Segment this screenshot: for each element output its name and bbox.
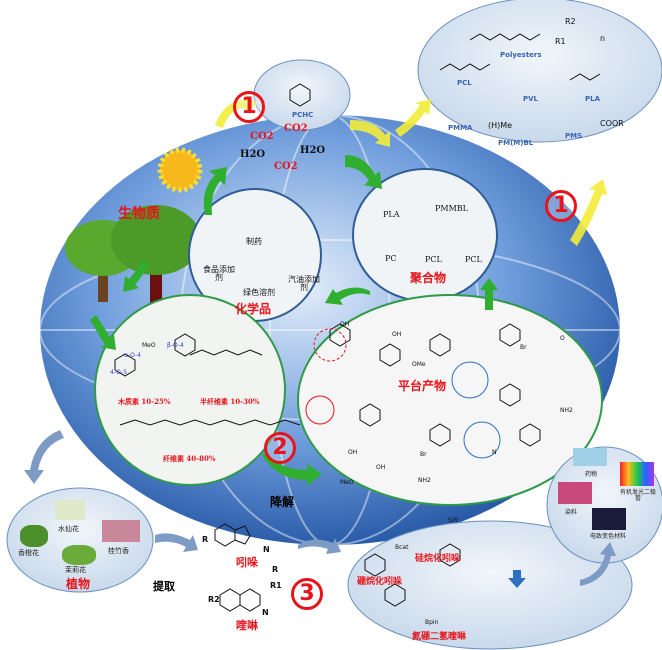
step-1-badge-right: 1	[545, 190, 577, 222]
orange-blossom-image	[20, 525, 48, 547]
lignin-label: 木质素 10-25%	[118, 397, 171, 406]
group-br: Br	[420, 451, 427, 458]
plants-title: 植物	[66, 577, 91, 591]
linkage-4-o-5: 4-O-5	[110, 369, 128, 376]
fragment-hme: (H)Me	[488, 121, 513, 130]
quinoline-r1: R1	[270, 581, 282, 590]
group-sir: SiR'	[448, 517, 460, 524]
plant-jasmine: 茉莉花	[65, 566, 86, 574]
biomass-title: 生物质	[118, 206, 160, 222]
label-pcl: PCL	[457, 79, 472, 87]
quinoline-n: N	[262, 608, 269, 617]
label-pms: PMS	[565, 132, 583, 140]
group-nh2: NH2	[560, 407, 573, 414]
n-boryl-dihydroquinoline-label: 氮硼二氢喹啉	[412, 632, 467, 642]
group-n: N	[492, 449, 497, 456]
green-arrows	[90, 155, 498, 486]
linkage-alpha-o-4: α-O-4	[124, 352, 141, 359]
oled-image	[620, 462, 654, 486]
group-ome: OMe	[412, 361, 426, 368]
step-1-badge: 1	[233, 91, 265, 123]
step-3-badge: 3	[291, 578, 323, 610]
app-oled: 有机发光二极管	[619, 489, 656, 502]
gray-arrows	[24, 430, 616, 586]
borylated-indole-label: 硼烷化吲哚	[357, 577, 403, 587]
polymer-products-title: 聚合物	[410, 271, 447, 285]
indole-r: R	[202, 535, 209, 544]
product-pcl-2: PCL	[465, 255, 482, 264]
co2-label: CO2	[274, 161, 298, 172]
product-pc: PC	[385, 254, 397, 263]
chemical-food-additive: 食品添加剂	[203, 265, 235, 282]
label-pla: PLA	[585, 95, 601, 103]
blue-down-arrow	[508, 570, 526, 588]
sun	[157, 147, 203, 193]
cellulose-label: 纤维素 40-80%	[163, 454, 216, 463]
fragment-r1: R1	[555, 37, 566, 46]
step-2-badge: 2	[264, 432, 296, 464]
plant-wallflower: 桂竹香	[108, 547, 129, 555]
jasmine-image	[62, 545, 96, 565]
label-polyesters: Polyesters	[500, 51, 542, 59]
dye-image	[558, 482, 592, 504]
h2o-label: H2O	[300, 145, 326, 156]
label-pchc: PCHC	[292, 111, 314, 119]
wallflower-image	[102, 520, 140, 542]
app-electrochromic: 电致变色材料	[590, 533, 627, 540]
molecule-sketches	[114, 33, 601, 612]
chemical-gasoline-additive: 汽油添加剂	[288, 275, 320, 292]
narcissus-image	[55, 500, 85, 520]
group-oh: OH	[340, 321, 350, 328]
group-br: Br	[520, 344, 527, 351]
app-dye: 染料	[565, 509, 578, 516]
electrochromic-image	[592, 508, 626, 530]
extract-label: 提取	[153, 580, 175, 593]
drug-image	[573, 448, 607, 466]
group-oh: OH	[376, 464, 386, 471]
indole-n: N	[263, 545, 270, 554]
group-oh: OH	[392, 331, 402, 338]
fragment-coor: COOR	[600, 119, 624, 128]
silylated-indole-label: 硅烷化吲哚	[415, 554, 461, 564]
plants-bubble	[6, 487, 154, 593]
label-pvl: PVL	[523, 95, 539, 103]
functionalized-bubble	[347, 520, 633, 650]
co2-label: CO2	[250, 131, 274, 142]
quinoline-r2: R2	[208, 595, 220, 604]
hemicellulose-label: 半纤维素 10-30%	[200, 397, 260, 406]
group-bpin: Bpin	[425, 619, 439, 626]
platform-bubble	[297, 294, 603, 506]
group-bcat: Bcat	[395, 544, 409, 551]
meo-label: MeO	[142, 342, 156, 349]
label-pmmbl: PM(M)BL	[498, 139, 534, 147]
product-pcl: PCL	[425, 255, 442, 264]
label-pmma: PMMA	[448, 124, 473, 132]
group-nh2: NH2	[418, 477, 431, 484]
plant-orange-blossom: 香橙花	[18, 549, 39, 557]
platform-title: 平台产物	[398, 379, 447, 393]
fragment-r2: R2	[565, 17, 576, 26]
chemical-green-solvent: 绿色溶剂	[243, 288, 275, 297]
product-pla: PLA	[383, 210, 400, 219]
fragment-n: n	[600, 34, 606, 43]
quinoline-label: 喹啉	[236, 619, 258, 632]
plant-narcissus: 水仙花	[58, 525, 79, 533]
linkage-beta-o-4: β-O-4	[167, 342, 184, 349]
lignocellulose-bubble	[94, 294, 286, 486]
group-o: O	[560, 335, 565, 342]
co2-label: CO2	[284, 123, 308, 134]
degrade-label: 降解	[270, 495, 295, 509]
group-meo: MeO	[340, 479, 354, 486]
app-drug: 药物	[585, 471, 598, 478]
chemical-pharma: 制药	[246, 237, 262, 246]
product-pmmbl: PMMBL	[435, 204, 468, 213]
polymers-bubble	[417, 0, 662, 143]
trees	[65, 205, 201, 305]
indole-n-r: R	[272, 565, 279, 574]
pchc-bubble	[253, 59, 351, 131]
indole-label: 吲哚	[236, 556, 258, 569]
h2o-label: H2O	[240, 149, 266, 160]
group-oh: OH	[348, 449, 358, 456]
chemicals-title: 化学品	[235, 302, 272, 316]
